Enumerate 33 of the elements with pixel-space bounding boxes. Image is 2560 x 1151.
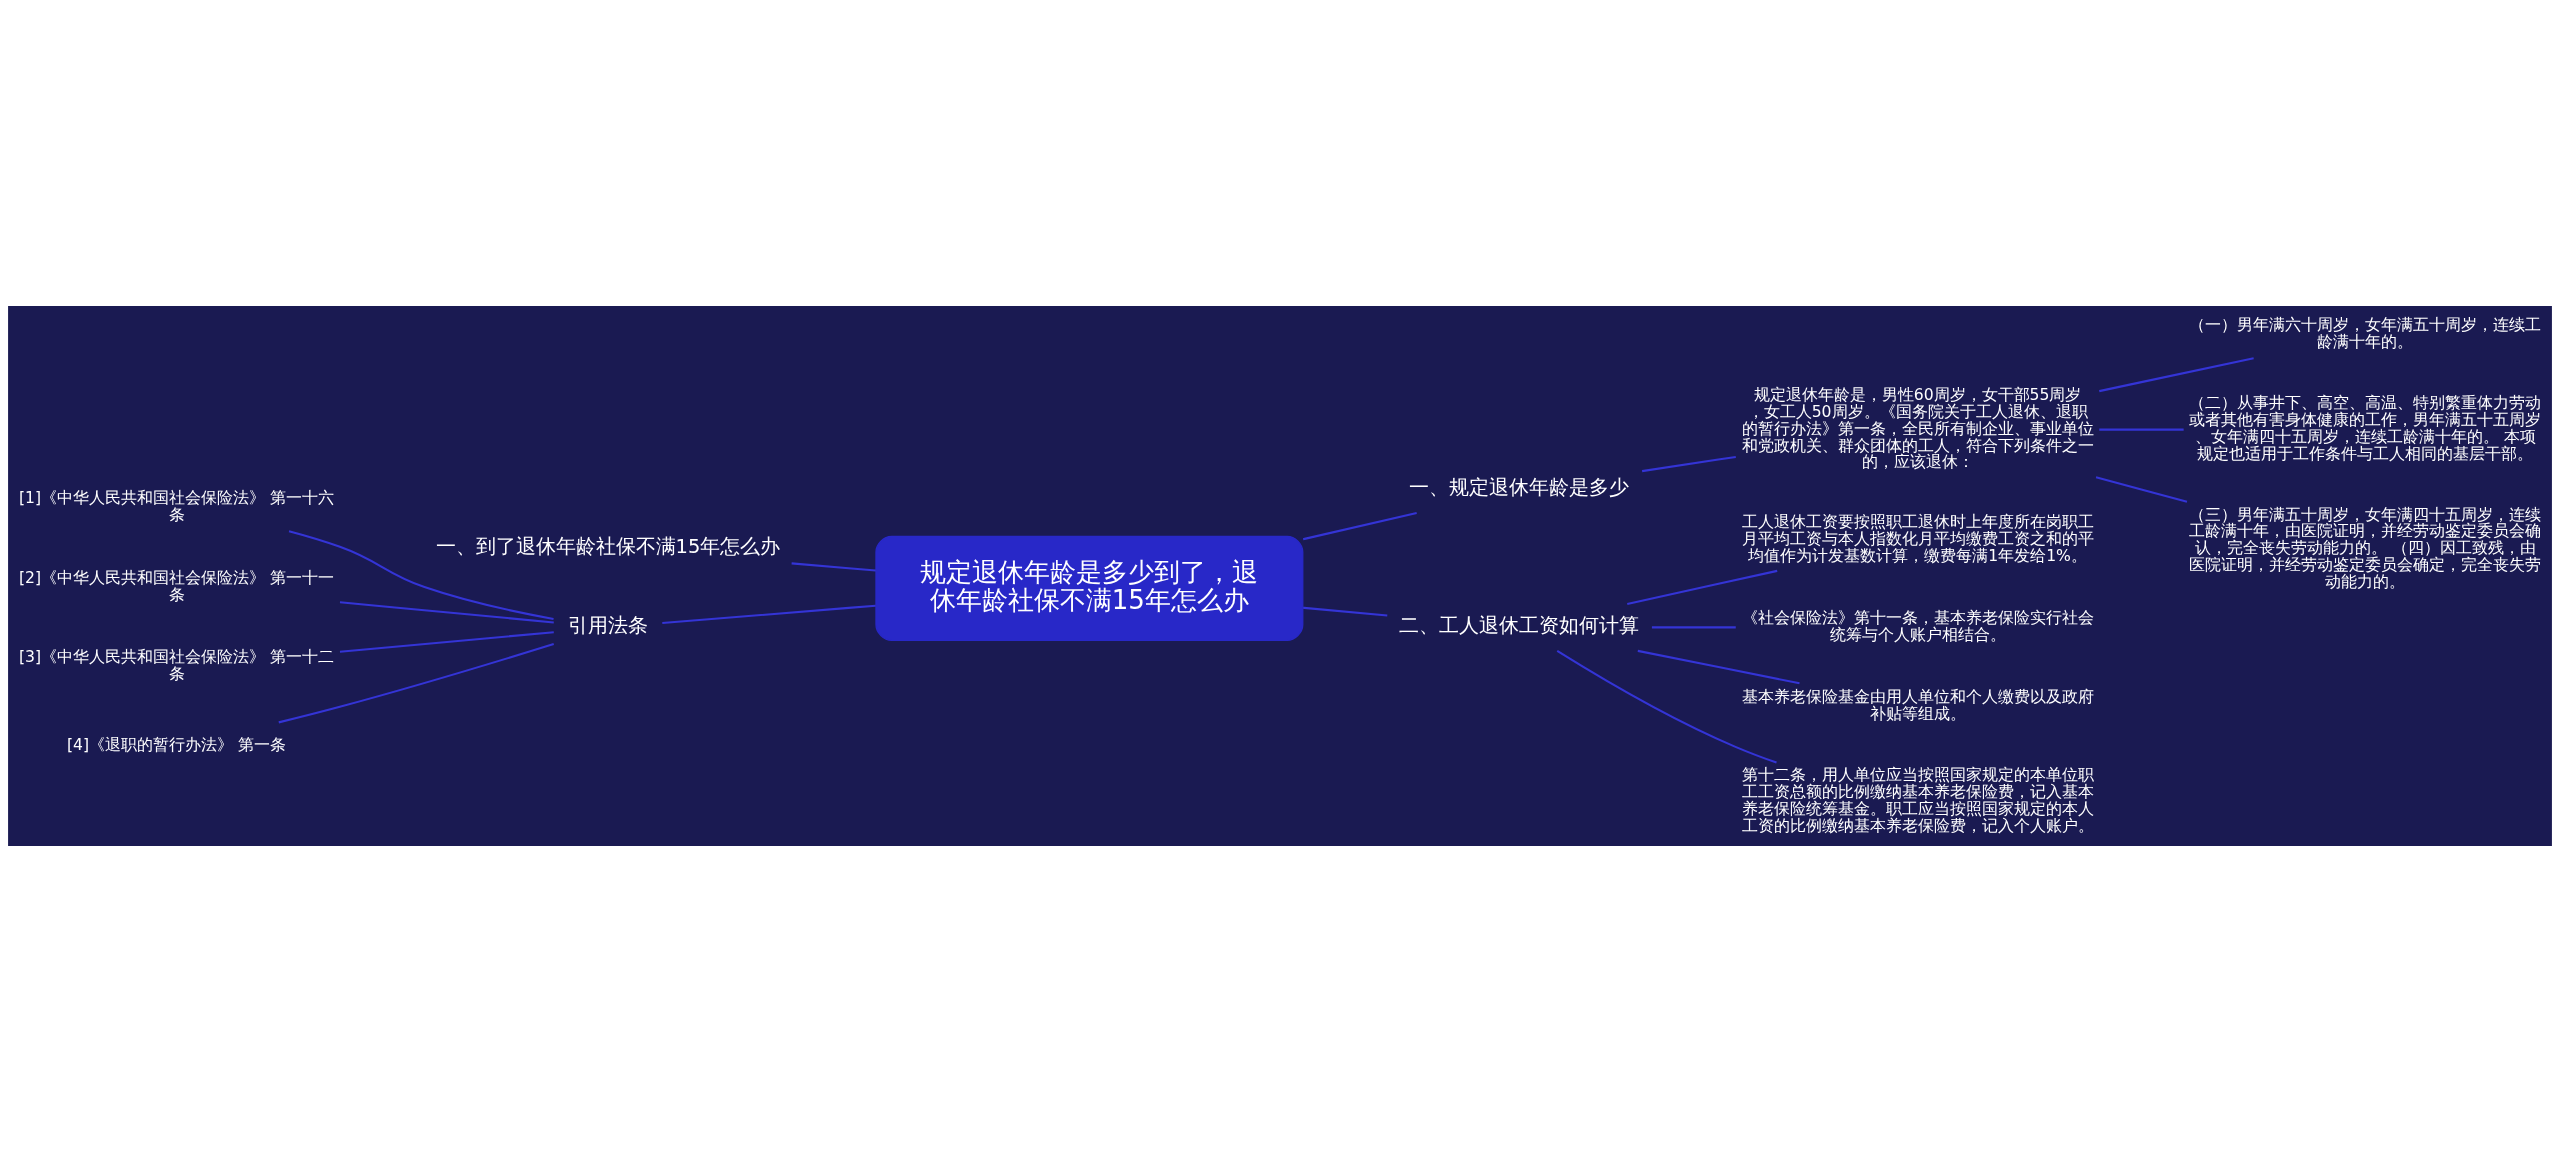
connector	[791, 561, 876, 571]
connector	[1641, 455, 1736, 472]
node-text: （三）男年满五十周岁，女年满四十五周岁，连续工龄满十年，由医院证明，并经劳动鉴定委员会确认，完全丧失劳动能力的。 （四）因工致残，由医院证明，并经劳动鉴定委员会确定，完全丧失劳动能力的。	[2189, 505, 2542, 591]
connector	[1637, 649, 1800, 684]
connector	[1651, 625, 1736, 628]
connector	[1302, 511, 1417, 540]
node-text: （二）从事井下、高空、高温、特别繁重体力劳动或者其他有害身体健康的工作，男年满五十五周岁、女年满四十五周岁，连续工龄满十年的。 本项规定也适用于工作条件与工人相同的基层干部。	[2189, 393, 2542, 463]
connector	[2099, 428, 2184, 431]
connector	[339, 600, 554, 623]
node-text: [4]《退职的暂行办法》 第一条	[67, 735, 287, 754]
connector	[2095, 475, 2188, 503]
node-text: 第十二条，用人单位应当按照国家规定的本单位职工工资总额的比例缴纳基本养老保险费，记入基本养老保险统筹基金。职工应当按照国家规定的本人工资的比例缴纳基本养老保险费，记入个人账户。	[1741, 765, 2094, 835]
node-box: 规定退休年龄是多少到了，退休年龄社保不满15年怎么办	[875, 535, 1304, 641]
node-text: [2]《中华人民共和国社会保险法》 第一十一条	[19, 568, 335, 604]
node-text: [3]《中华人民共和国社会保险法》 第一十二条	[19, 647, 335, 683]
connector	[1303, 606, 1388, 616]
node-text: 基本养老保险基金由用人单位和个人缴费以及政府补贴等组成。	[1741, 687, 2094, 723]
node-text: 规定退休年龄是，男性60周岁，女干部55周岁，女工人50周岁。《国务院关于工人退休、退职的暂行办法》第一条，全民所有制企业、事业单位和党政机关、群众团体的工人，符合下列条件之一的，应该退休：	[1741, 385, 2094, 471]
connector	[662, 604, 876, 624]
node-text: [1]《中华人民共和国社会保险法》 第一十六条	[19, 488, 335, 524]
node-text: 引用法条	[567, 613, 648, 637]
node-text: 一、到了退休年龄社保不满15年怎么办	[435, 534, 781, 558]
node-text: 工人退休工资要按照职工退休时上年度所在岗职工月平均工资与本人指数化月平均缴费工资之和的平均值作为计发基数计算，缴费每满1年发给1%。	[1741, 512, 2094, 565]
node-text: 一、规定退休年龄是多少	[1409, 475, 1630, 499]
connector	[278, 642, 555, 723]
connector	[1627, 569, 1778, 605]
connector	[1556, 649, 1777, 764]
node-text: 《社会保险法》第十一条，基本养老保险实行社会统筹与个人账户相结合。	[1741, 608, 2094, 644]
connector	[339, 630, 554, 653]
connector	[288, 529, 554, 620]
node-text: 二、工人退休工资如何计算	[1399, 613, 1640, 637]
node-text: （一）男年满六十周岁，女年满五十周岁，连续工龄满十年的。	[2189, 315, 2542, 351]
connector	[2099, 356, 2254, 392]
